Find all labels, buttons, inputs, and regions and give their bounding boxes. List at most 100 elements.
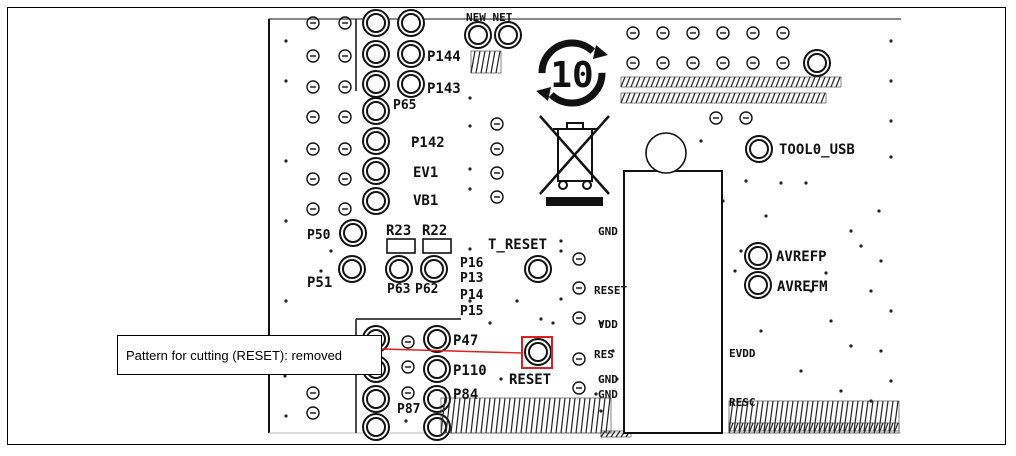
via-dot — [284, 219, 288, 223]
pcb-label-p14: P14 — [460, 288, 484, 303]
large-pad — [362, 70, 390, 98]
small-pad — [338, 142, 352, 156]
small-pad — [490, 166, 504, 180]
small-pad — [746, 56, 760, 70]
pcb-label-evdd: EVDD — [729, 347, 756, 360]
via-dot — [869, 289, 873, 293]
callout-leader — [381, 348, 523, 354]
pcb-label-reset: RESET — [509, 372, 551, 388]
large-pad — [423, 385, 451, 413]
pcb-label-p87: P87 — [397, 402, 420, 417]
small-pad — [401, 360, 415, 374]
callout-box: Pattern for cutting (RESET): removed — [117, 335, 382, 375]
hatched-strip — [440, 397, 612, 434]
large-pad — [339, 219, 367, 247]
pcb-label-p47: P47 — [453, 333, 478, 349]
hatched-strip — [728, 400, 900, 432]
via-dot — [599, 409, 603, 413]
pcb-label-t-reset: T_RESET — [488, 237, 547, 253]
via-dot — [829, 319, 833, 323]
via-dot — [319, 269, 323, 273]
pcb-label-p63: P63 — [387, 282, 410, 297]
small-pad — [306, 110, 320, 124]
svg-text:10: 10 — [550, 55, 593, 96]
small-pad — [338, 202, 352, 216]
small-pad — [306, 16, 320, 30]
via-dot — [889, 39, 893, 43]
small-pad — [401, 386, 415, 400]
small-pad — [572, 352, 586, 366]
small-pad — [739, 111, 753, 125]
via-dot — [594, 392, 598, 396]
via-dot — [551, 321, 555, 325]
pcb-label-p51: P51 — [307, 275, 332, 291]
small-pad — [686, 56, 700, 70]
via-dot — [889, 309, 893, 313]
large-pad — [362, 157, 390, 185]
large-pad — [524, 338, 552, 366]
large-pad — [803, 49, 831, 77]
small-pad — [716, 56, 730, 70]
large-pad — [423, 355, 451, 383]
hatched-strip — [620, 92, 827, 104]
small-pad — [338, 49, 352, 63]
pcb-label-p13: P13 — [460, 271, 483, 286]
via-dot — [809, 289, 813, 293]
large-pad — [362, 9, 390, 37]
via-dot — [329, 249, 333, 253]
via-dot — [284, 39, 288, 43]
via-dot — [889, 119, 893, 123]
via-dot — [559, 297, 563, 301]
pcb-label-p110: P110 — [453, 363, 487, 379]
via-dot — [283, 374, 287, 378]
via-dot — [889, 79, 893, 83]
small-pad — [401, 335, 415, 349]
small-pad — [338, 172, 352, 186]
r23-pad — [386, 238, 416, 254]
pcb-silkscreen: 10 NEW NETP144P143P65P142EV1VB1P50P51R23… — [268, 9, 901, 441]
large-pad — [420, 255, 448, 283]
small-pad — [306, 172, 320, 186]
via-dot — [468, 124, 472, 128]
hatched-strip — [728, 422, 900, 434]
small-pad — [656, 26, 670, 40]
small-pad — [306, 142, 320, 156]
via-dot — [764, 214, 768, 218]
via-dot — [539, 317, 543, 321]
small-pad — [306, 80, 320, 94]
via-dot — [839, 389, 843, 393]
via-dot — [733, 269, 737, 273]
via-dot — [515, 299, 519, 303]
small-pad — [572, 381, 586, 395]
connector-mount-hole — [645, 132, 687, 174]
via-dot — [559, 239, 563, 243]
large-pad — [397, 70, 425, 98]
via-dot — [499, 377, 503, 381]
via-dot — [879, 259, 883, 263]
pcb-label-gnd2: GND — [598, 373, 618, 386]
pcb-label-p15: P15 — [460, 304, 483, 319]
via-dot — [468, 96, 472, 100]
pcb-label-r23: R23 — [386, 223, 411, 239]
recycle-10-icon: 10 — [536, 39, 608, 107]
large-pad — [464, 21, 492, 49]
hatched-strip — [470, 50, 502, 74]
pcb-label-resc: RESC — [729, 396, 756, 409]
via-dot — [284, 299, 288, 303]
small-pad — [572, 281, 586, 295]
via-dot — [779, 181, 783, 185]
large-pad — [524, 255, 552, 283]
large-pad — [362, 385, 390, 413]
large-pad — [362, 97, 390, 125]
large-pad — [494, 21, 522, 49]
pcb-label-p62: P62 — [415, 282, 438, 297]
via-dot — [744, 179, 748, 183]
pcb-label-p65: P65 — [393, 98, 416, 113]
r22-pad — [422, 238, 452, 254]
via-dot — [699, 139, 703, 143]
pcb-label-tool0-usb: TOOL0_USB — [779, 142, 855, 158]
pcb-label-reset-pin: RESET — [594, 284, 627, 297]
via-dot — [468, 167, 472, 171]
via-dot — [824, 271, 828, 275]
small-pad — [306, 386, 320, 400]
